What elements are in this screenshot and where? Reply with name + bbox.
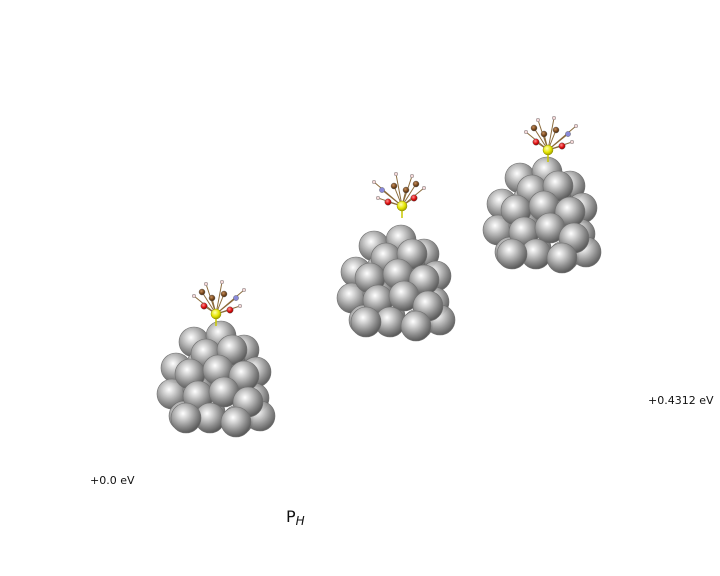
panel-label: PH	[286, 507, 305, 528]
cluster-3-structure	[482, 115, 602, 274]
cluster-2-structure	[336, 171, 456, 342]
energy-label-left: +0.0 eV	[90, 474, 135, 487]
cluster-1-structure	[156, 280, 276, 438]
energy-label-right: +0.4312 eV	[648, 394, 714, 407]
panel-label-subscript: H	[295, 514, 305, 528]
panel-label-main: P	[286, 507, 296, 526]
